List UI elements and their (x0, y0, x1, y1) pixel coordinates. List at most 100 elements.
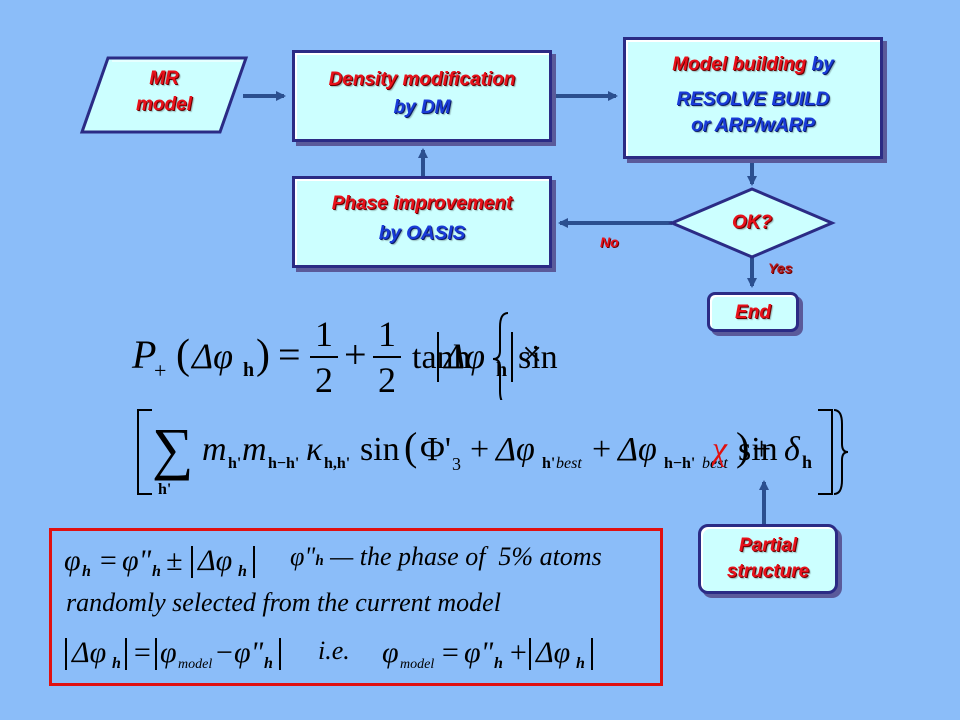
end-box: End (707, 292, 799, 332)
decision-diamond (668, 187, 836, 259)
svg-text:h': h' (228, 455, 241, 472)
svg-text:h−h': h−h' (268, 455, 299, 472)
formula-line-2: ∑ h' m h' m h−h' κ h,h' sin ( Φ' 3 + Δφ … (130, 402, 850, 502)
svg-text:=: = (440, 636, 460, 669)
formula-1-svg: P + ( Δφ h ) = 1 2 + 1 2 tanh sin (131, 312, 558, 400)
svg-text:model: model (400, 657, 434, 672)
svg-text:Δφ: Δφ (442, 336, 485, 376)
formula-half-num: 1 (315, 314, 333, 354)
svg-text:=: = (278, 332, 301, 377)
no-label: No (600, 234, 619, 250)
formula-times: × (522, 334, 542, 374)
definition-line-3-ie: i.e. (318, 636, 350, 665)
mr-model-shape (79, 56, 249, 134)
formula-line-2b: χ sin δ h (709, 402, 849, 502)
formula-half-den: 2 (315, 360, 333, 400)
formula-half2-den: 2 (378, 360, 396, 400)
svg-text:+: + (592, 431, 611, 468)
svg-text:h: h (238, 563, 247, 580)
svg-text:h: h (82, 563, 91, 580)
formula-line-1b: Δφ h × (430, 310, 600, 400)
definition-line-1-right: φ"h — the phase of 5% atoms (290, 542, 602, 571)
model-building-line1: Model building by (626, 52, 880, 79)
svg-text:h: h (264, 655, 273, 672)
svg-text:φ: φ (382, 636, 399, 669)
mr-model-line2: model (136, 94, 192, 115)
svg-text:h: h (494, 655, 503, 672)
formula-lhs-P: P (131, 332, 156, 377)
formula-subscript-plus: + (154, 358, 166, 383)
formula-h-3: h (802, 452, 812, 472)
formula-half2-num: 1 (378, 314, 396, 354)
def3-left-svg: Δφ h = φ model − φ" h (65, 636, 281, 672)
svg-text:+: + (470, 431, 489, 468)
definition-line-1-left: φ h = φ" h ± Δφ h (62, 538, 272, 589)
svg-text:m: m (242, 431, 267, 468)
definitions-box (49, 528, 663, 686)
model-building-line3: or ARP/wARP (691, 115, 815, 136)
svg-text:Δφ: Δφ (190, 336, 233, 376)
formula-sin-3: sin (738, 431, 778, 468)
definition-line-3-right: φ model = φ" h + Δφ h (380, 630, 610, 683)
svg-text:−: − (214, 636, 234, 669)
svg-text:Δφ: Δφ (494, 431, 535, 468)
svg-text:best: best (556, 455, 582, 472)
svg-text:Δφ: Δφ (71, 636, 106, 669)
svg-text:+: + (344, 332, 367, 377)
svg-text:h−h': h−h' (664, 455, 695, 472)
svg-text:+: + (508, 636, 528, 669)
phase-improvement-line1: Phase improvement (331, 193, 513, 214)
definition-line-3-left: Δφ h = φ model − φ" h (62, 630, 292, 683)
svg-text:Δφ: Δφ (197, 544, 232, 577)
def1-left-svg: φ h = φ" h ± Δφ h (64, 544, 255, 580)
svg-text:=: = (98, 544, 118, 577)
partial-structure-box: Partial structure (698, 524, 838, 594)
formula-sin-1: sin (518, 339, 558, 376)
svg-text:φ": φ" (234, 636, 264, 669)
density-mod-line2: by DM (393, 97, 451, 118)
phase-improvement-box: Phase improvement by OASIS (292, 176, 552, 268)
model-building-line2: RESOLVE BUILD (676, 89, 830, 110)
decision-label: OK? (731, 212, 773, 233)
definition-line-2: randomly selected from the current model (66, 588, 501, 617)
svg-text:φ: φ (64, 544, 81, 577)
svg-text:h': h' (542, 455, 555, 472)
density-mod-line1: Density modification (328, 69, 516, 90)
partial-structure-line2: structure (726, 561, 810, 582)
formula-2b-svg: χ sin δ h (709, 409, 849, 495)
svg-text:φ": φ" (464, 636, 494, 669)
mr-model-node: MR model (96, 66, 232, 118)
svg-text:(: ( (176, 332, 190, 378)
formula-sum-sub: h' (158, 481, 171, 498)
svg-text:+: + (752, 431, 771, 468)
formula-2-svg: ∑ h' m h' m h−h' κ h,h' sin ( Φ' 3 + Δφ … (137, 409, 771, 498)
svg-text:(: ( (404, 424, 417, 469)
svg-text:h: h (152, 563, 161, 580)
def3-right-svg: φ model = φ" h + Δφ h (382, 636, 593, 672)
svg-text:χ: χ (712, 431, 728, 468)
formula-h-2: h (496, 359, 507, 381)
formula-1b-svg: Δφ h × (437, 332, 542, 382)
density-modification-box: Density modification by DM (292, 50, 552, 142)
yes-label: Yes (768, 260, 793, 276)
svg-text:κ: κ (306, 431, 323, 468)
svg-text:Δφ: Δφ (616, 431, 657, 468)
svg-text:h: h (576, 655, 585, 672)
svg-text:Φ': Φ' (420, 431, 451, 468)
svg-text:3: 3 (452, 454, 461, 474)
svg-text:best: best (702, 455, 728, 472)
partial-structure-line1: Partial (738, 535, 798, 556)
formula-h-1: h (243, 359, 254, 381)
mr-model-line1: MR (149, 68, 179, 89)
formula-sin-2: sin (360, 431, 400, 468)
svg-text:h,h': h,h' (324, 455, 350, 472)
svg-text:φ: φ (160, 636, 177, 669)
model-building-line1-blue: by (806, 54, 834, 75)
svg-text:): ) (736, 424, 749, 469)
end-label: End (735, 302, 771, 323)
svg-text:φ": φ" (122, 544, 152, 577)
svg-text:h: h (112, 655, 121, 672)
phase-improvement-line2: by OASIS (378, 223, 466, 244)
svg-text:=: = (132, 636, 152, 669)
